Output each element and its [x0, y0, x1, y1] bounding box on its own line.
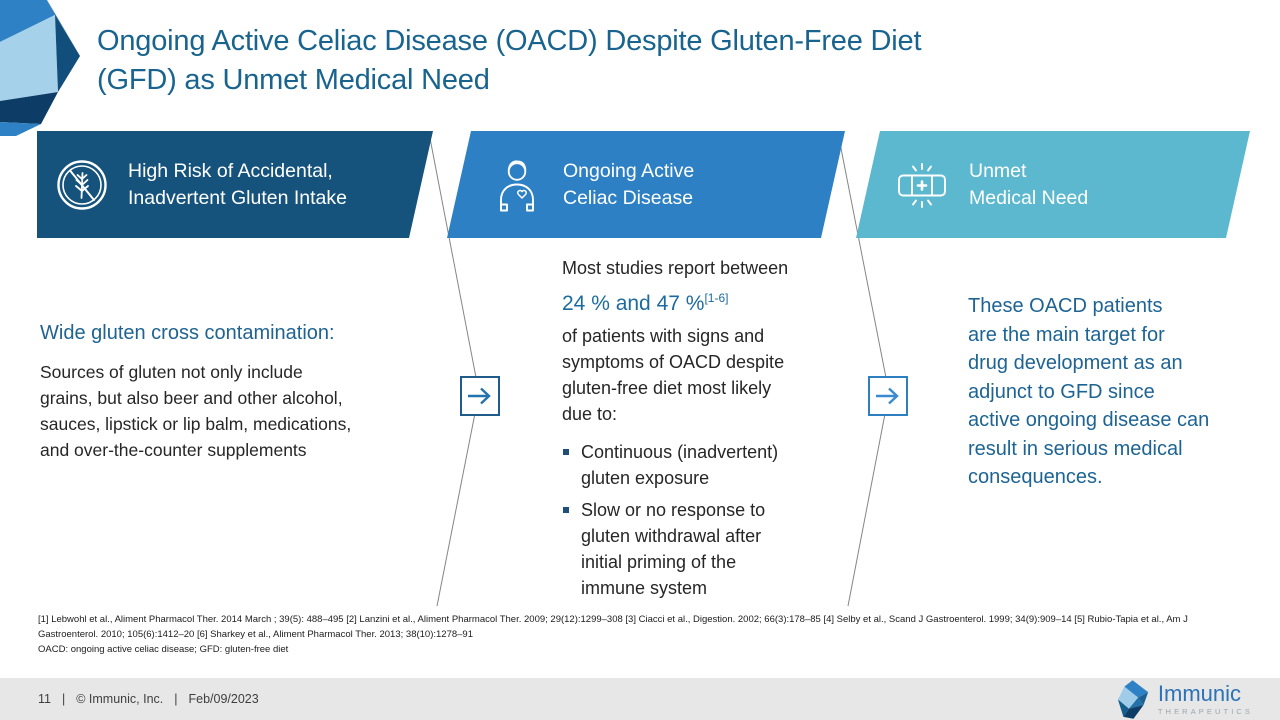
banner-unmet-need: Unmet Medical Need: [856, 131, 1250, 238]
bandage-plus-icon: [896, 158, 948, 212]
stat-value: 24 % and 47 %: [562, 292, 705, 315]
footer-bar: 11 | © Immunic, Inc. | Feb/09/2023 Immun…: [0, 678, 1280, 720]
gluten-free-icon: [56, 159, 108, 211]
banner-label: Ongoing Active Celiac Disease: [563, 159, 695, 209]
bullet-list: Continuous (inadvertent) gluten exposure…: [562, 439, 824, 601]
page-number: 11: [38, 692, 51, 706]
abbreviations: OACD: ongoing active celiac disease; GFD…: [38, 644, 289, 655]
banner-gluten-intake: High Risk of Accidental, Inadvertent Glu…: [37, 131, 433, 238]
right-column: These OACD patients are the main target …: [968, 292, 1253, 492]
stat-citation: [1-6]: [704, 291, 729, 305]
middle-continuation: of patients with signs and symptoms of O…: [562, 326, 785, 424]
bullet-item: Continuous (inadvertent) gluten exposure: [562, 439, 824, 491]
bullet-item: Slow or no response to gluten withdrawal…: [562, 497, 824, 601]
banner-oacd: Ongoing Active Celiac Disease: [447, 131, 845, 238]
logo-text: Immunic THERAPEUTICS: [1157, 680, 1253, 716]
divider: |: [61, 692, 66, 706]
immunic-logo: Immunic THERAPEUTICS: [1117, 679, 1253, 719]
middle-intro: Most studies report between: [562, 258, 789, 278]
page-info: 11 | © Immunic, Inc. | Feb/09/2023: [38, 692, 259, 706]
logo-name: Immunic: [1157, 680, 1241, 706]
right-column-body: These OACD patients are the main target …: [968, 295, 1210, 488]
left-column-body: Sources of gluten not only include grain…: [40, 362, 352, 460]
slide-title: Ongoing Active Celiac Disease (OACD) Des…: [97, 25, 922, 96]
arrow-right-icon: [460, 376, 500, 416]
corner-decoration: [0, 0, 80, 136]
footnotes: [1] Lebwohl et al., Aliment Pharmacol Th…: [38, 612, 1248, 657]
stat-line: 24 % and 47 %[1-6]: [562, 284, 824, 318]
arrow-right-icon: [868, 376, 908, 416]
slide-date: Feb/09/2023: [188, 692, 259, 706]
banner-label: Unmet Medical Need: [969, 159, 1089, 209]
references: [1] Lebwohl et al., Aliment Pharmacol Th…: [38, 614, 1188, 640]
banner-label: High Risk of Accidental, Inadvertent Glu…: [128, 159, 347, 209]
patient-icon: [493, 158, 541, 212]
copyright: © Immunic, Inc.: [76, 692, 164, 706]
left-column: Wide gluten cross contamination: Sources…: [40, 322, 430, 463]
middle-column: Most studies report between 24 % and 47 …: [562, 255, 824, 607]
divider: |: [174, 692, 178, 706]
left-column-heading: Wide gluten cross contamination:: [40, 322, 335, 344]
immunic-logo-mark: [1117, 679, 1149, 719]
logo-subtitle: THERAPEUTICS: [1157, 706, 1253, 716]
